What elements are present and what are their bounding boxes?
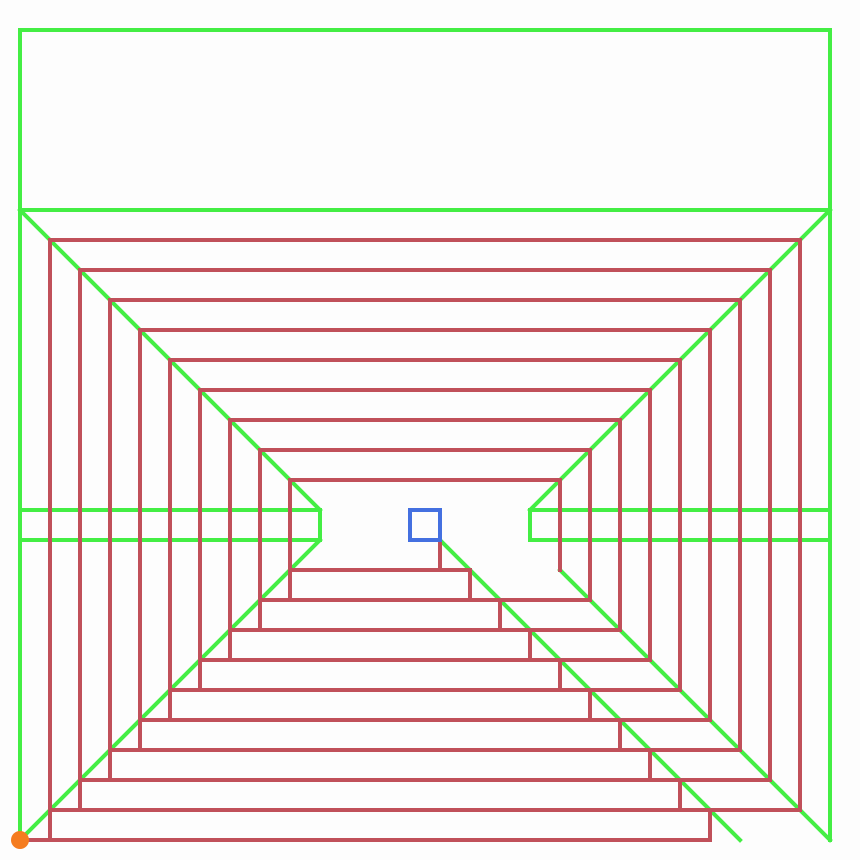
diagonal-bottom-right (557, 567, 833, 843)
start-dot (11, 831, 29, 849)
maze-walls (18, 238, 802, 842)
goal-square (408, 508, 442, 542)
